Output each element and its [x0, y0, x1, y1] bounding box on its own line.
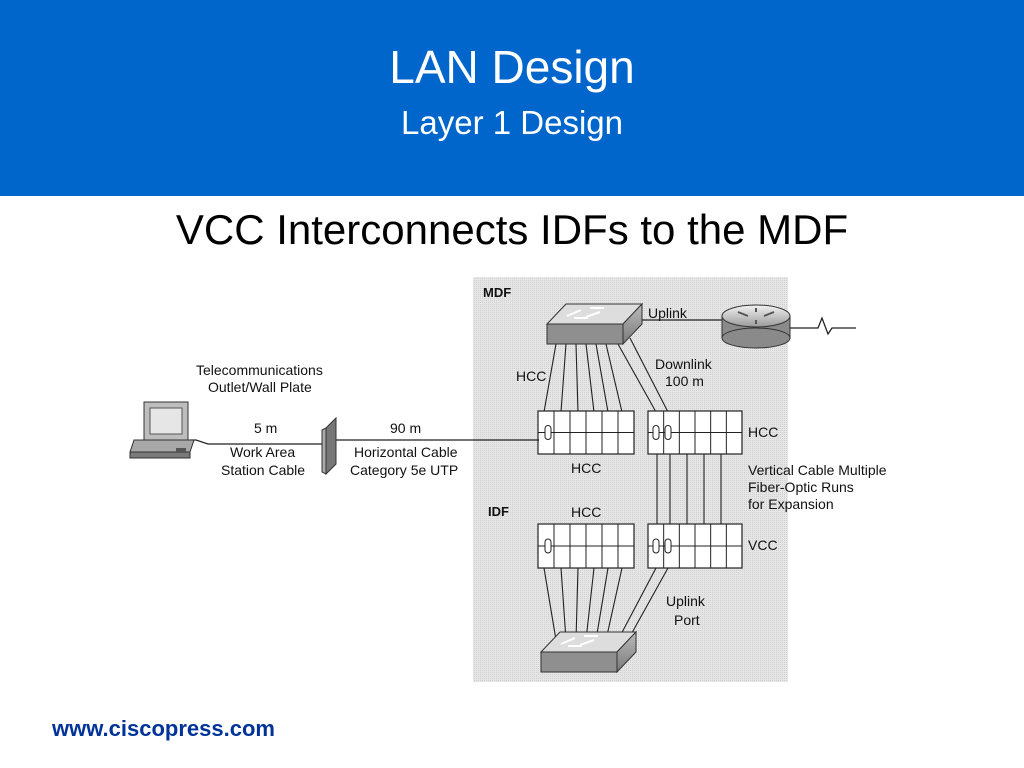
work-area-cable-label: Work Area Station Cable	[221, 444, 305, 478]
wan-link	[790, 316, 856, 336]
vertical-cable-label: Vertical Cable Multiple Fiber-Optic Runs…	[748, 462, 890, 512]
vcc-label: VCC	[748, 537, 778, 553]
mdf-hcc-patch-panel-icon-left	[537, 410, 635, 455]
slide-heading: VCC Interconnects IDFs to the MDF	[175, 206, 849, 253]
hcc-mdf-bottom-label: HCC	[571, 460, 601, 476]
page-title: LAN Design	[389, 41, 635, 93]
patch-panels	[537, 410, 743, 569]
wall-plate-icon	[321, 416, 337, 476]
telecom-outlet-label: Telecommunications Outlet/Wall Plate	[196, 362, 327, 395]
hcc-left-top-label: HCC	[516, 368, 546, 384]
uplink-top-label: Uplink	[648, 305, 688, 321]
idf-label: IDF	[488, 504, 509, 519]
horizontal-cable-label: Horizontal Cable Category 5e UTP	[350, 444, 461, 478]
work-area-distance-label: 5 m	[254, 420, 277, 436]
hcc-idf-top-label: HCC	[571, 504, 601, 520]
idf-switch-cables	[543, 567, 669, 641]
mdf-switch-icon	[545, 302, 644, 346]
mdf-hcc-patch-panel-icon-right	[647, 410, 743, 455]
computer-icon	[129, 401, 195, 459]
mdf-label: MDF	[483, 285, 511, 300]
idf-vcc-patch-panel-icon-right	[647, 523, 743, 569]
idf-switch-icon	[539, 630, 638, 674]
page-subtitle: Layer 1 Design	[401, 104, 623, 141]
downlink-label: Downlink 100 m	[655, 356, 716, 389]
mdf-hcc-cables	[543, 337, 669, 413]
vertical-cables	[656, 454, 722, 524]
router-icon	[721, 304, 791, 349]
uplink-port-label: Uplink Port	[666, 593, 709, 628]
hcc-right-label: HCC	[748, 424, 778, 440]
horizontal-distance-label: 90 m	[390, 420, 421, 436]
idf-hcc-patch-panel-icon-left	[537, 523, 635, 569]
header-bar: LAN Design Layer 1 Design	[0, 0, 1024, 196]
footer-url: www.ciscopress.com	[52, 716, 275, 741]
